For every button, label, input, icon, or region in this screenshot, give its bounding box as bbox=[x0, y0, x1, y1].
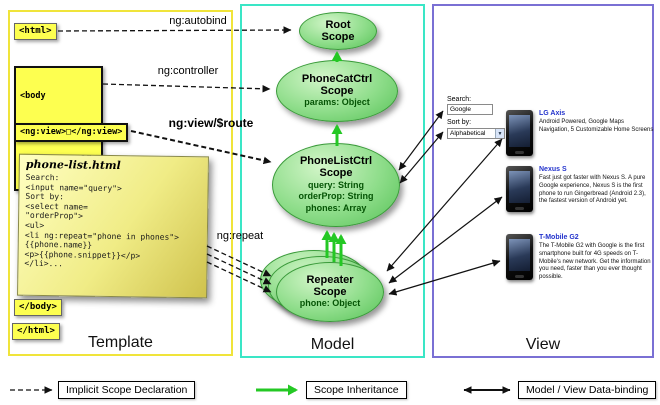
repeater-scope-prop: phone: Object bbox=[299, 298, 361, 309]
phonelistctrl-scope-prop-phones: phones: Array bbox=[305, 203, 367, 214]
phone-link-tmobile-g2[interactable]: T-Mobile G2 bbox=[539, 234, 579, 241]
ng-view-route-label: ng:view/$route bbox=[168, 116, 254, 130]
sort-by-label: Sort by: bbox=[447, 119, 472, 126]
phone-thumbnail-lg-axis bbox=[506, 110, 533, 156]
phone-text: T-Mobile G2 The T-Mobile G2 with Google … bbox=[539, 234, 654, 282]
body-open-line-1: <body bbox=[20, 91, 46, 102]
phonecatctrl-scope-prop: params: Object bbox=[304, 97, 370, 108]
phonelistctrl-scope-title: PhoneListCtrl Scope bbox=[299, 155, 373, 180]
search-input[interactable] bbox=[447, 104, 493, 115]
search-label: Search: bbox=[447, 96, 472, 103]
phonelistctrl-scope-prop-orderprop: orderProp: String bbox=[298, 191, 374, 202]
legend-implicit-scope-declaration: Implicit Scope Declaration bbox=[58, 381, 196, 399]
ng-controller-label: ng:controller bbox=[157, 65, 219, 77]
phone-text: Nexus S Fast just got faster with Nexus … bbox=[539, 166, 654, 212]
sort-select-value: Alphabetical bbox=[450, 130, 486, 137]
phone-entry: T-Mobile G2 The T-Mobile G2 with Google … bbox=[506, 234, 654, 282]
phone-text: LG Axis Android Powered, Google Maps Nav… bbox=[539, 110, 654, 156]
ng-view-tag: <ng:view>□</ng:view> bbox=[14, 123, 129, 142]
repeater-scope-title: Repeater Scope bbox=[306, 273, 354, 299]
phonecatctrl-scope-ellipse: PhoneCatCtrl Scope params: Object bbox=[276, 60, 398, 122]
phone-list-template-note: phone-list.html Search: <input name="que… bbox=[17, 153, 209, 299]
phone-description: Fast just got faster with Nexus S. A pur… bbox=[539, 175, 646, 205]
ng-repeat-label: ng:repeat bbox=[216, 230, 264, 242]
note-title: phone-list.html bbox=[25, 157, 121, 173]
ng-autobind-label: ng:autobind bbox=[169, 15, 227, 27]
phone-thumbnail-nexus-s bbox=[506, 166, 533, 212]
chevron-down-icon[interactable]: ▼ bbox=[495, 129, 504, 138]
legend-model-view-data-binding: Model / View Data-binding bbox=[518, 381, 657, 399]
repeater-scope-ellipse: Repeater Scope phone: Object bbox=[276, 262, 384, 322]
note-code-line: </li>... bbox=[24, 259, 64, 269]
phone-description: The T-Mobile G2 with Google is the first… bbox=[539, 243, 651, 281]
phone-thumbnail-tmobile-g2 bbox=[506, 234, 533, 280]
html-close-tag: </html> bbox=[12, 323, 60, 341]
phone-entry: Nexus S Fast just got faster with Nexus … bbox=[506, 166, 654, 212]
phone-entry: LG Axis Android Powered, Google Maps Nav… bbox=[506, 110, 654, 156]
phone-link-lg-axis[interactable]: LG Axis bbox=[539, 110, 566, 117]
root-scope-ellipse: Root Scope bbox=[299, 12, 377, 50]
template-panel-label: Template bbox=[88, 334, 153, 351]
phonelistctrl-scope-ellipse: PhoneListCtrl Scope query: String orderP… bbox=[272, 143, 400, 227]
phonecatctrl-scope-title: PhoneCatCtrl Scope bbox=[301, 72, 373, 98]
view-panel-label: View bbox=[525, 336, 561, 353]
phone-description: Android Powered, Google Maps Navigation,… bbox=[539, 119, 654, 133]
phone-link-nexus-s[interactable]: Nexus S bbox=[539, 166, 567, 173]
sort-select[interactable]: Alphabetical ▼ bbox=[447, 128, 505, 139]
root-scope-title: Root Scope bbox=[321, 18, 355, 43]
phonelistctrl-scope-prop-query: query: String bbox=[307, 179, 364, 190]
body-close-tag: </body> bbox=[14, 299, 62, 317]
model-panel-label: Model bbox=[310, 336, 355, 353]
legend-scope-inheritance: Scope Inheritance bbox=[306, 381, 407, 399]
html-open-tag: <html> bbox=[14, 23, 57, 41]
